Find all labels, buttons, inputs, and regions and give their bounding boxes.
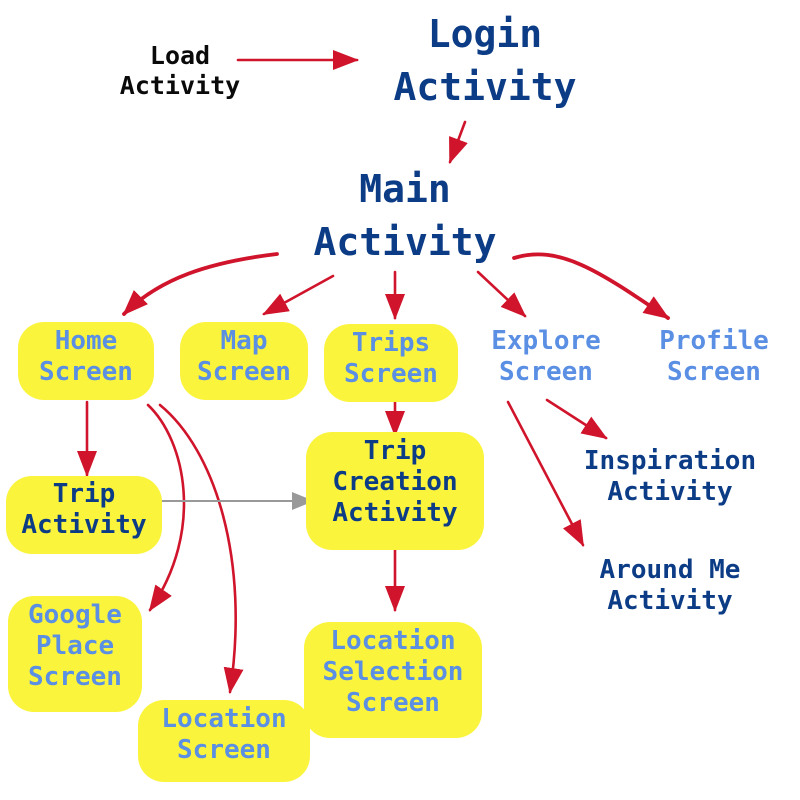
main-activity-node: Main Activity bbox=[280, 163, 530, 269]
location-selection-screen-node: Location Selection Screen bbox=[304, 622, 482, 738]
inspiration-line1: Inspiration bbox=[583, 446, 757, 476]
location-screen-node: Location Screen bbox=[138, 700, 310, 782]
google-place-screen-node: Google Place Screen bbox=[8, 596, 142, 712]
around-me-line2: Activity bbox=[607, 586, 733, 617]
arrow-home-to-google-place bbox=[146, 403, 186, 612]
load-activity-line1: Load bbox=[149, 41, 211, 70]
around-me-line1: Around Me bbox=[599, 555, 741, 585]
trip-activity-line2: Activity bbox=[21, 510, 147, 541]
google-place-line3: Screen bbox=[28, 662, 122, 693]
home-screen-line2: Screen bbox=[39, 357, 133, 388]
trip-creation-line1: Trip bbox=[363, 436, 427, 466]
google-place-line2: Place bbox=[35, 631, 115, 662]
main-activity-line2: Activity bbox=[313, 220, 497, 265]
google-place-line1: Google bbox=[28, 600, 122, 630]
arrow-main-to-home bbox=[122, 252, 279, 316]
explore-screen-node: Explore Screen bbox=[476, 326, 616, 388]
profile-screen-line2: Screen bbox=[667, 357, 761, 388]
trip-creation-activity-node: Trip Creation Activity bbox=[306, 432, 484, 550]
map-screen-line1: Map bbox=[220, 326, 268, 356]
arrow-login-to-main bbox=[448, 120, 468, 164]
inspiration-activity-node: Inspiration Activity bbox=[565, 446, 775, 508]
arrow-explore-to-around-me bbox=[506, 400, 585, 547]
trip-creation-line2: Creation bbox=[332, 467, 458, 498]
arrow-main-to-profile bbox=[512, 252, 670, 320]
explore-screen-line1: Explore bbox=[491, 326, 601, 356]
trips-screen-node: Trips Screen bbox=[324, 324, 458, 402]
arrow-main-to-map bbox=[262, 274, 335, 316]
location-selection-line3: Screen bbox=[346, 688, 440, 719]
location-selection-line2: Selection bbox=[322, 657, 464, 688]
arrow-main-to-explore bbox=[476, 270, 527, 318]
arrow-home-to-location bbox=[158, 403, 244, 694]
trips-screen-line1: Trips bbox=[351, 328, 431, 358]
profile-screen-line1: Profile bbox=[659, 326, 769, 356]
explore-screen-line2: Screen bbox=[499, 357, 593, 388]
profile-screen-node: Profile Screen bbox=[646, 326, 782, 388]
trip-creation-line3: Activity bbox=[332, 498, 458, 529]
trip-activity-line1: Trip bbox=[52, 479, 116, 509]
map-screen-line2: Screen bbox=[197, 357, 291, 388]
arrow-explore-to-inspiration bbox=[545, 398, 608, 440]
trips-screen-line2: Screen bbox=[344, 359, 438, 390]
login-activity-line1: Login bbox=[427, 12, 543, 56]
login-activity-line2: Activity bbox=[393, 65, 577, 110]
login-activity-node: Login Activity bbox=[360, 8, 610, 114]
load-activity-line2: Activity bbox=[119, 71, 241, 100]
main-activity-line1: Main bbox=[359, 167, 451, 211]
home-screen-line1: Home bbox=[54, 326, 118, 356]
map-screen-node: Map Screen bbox=[180, 322, 308, 400]
load-activity-node: Load Activity bbox=[100, 41, 260, 101]
around-me-activity-node: Around Me Activity bbox=[580, 555, 760, 617]
location-selection-line1: Location bbox=[330, 626, 456, 656]
inspiration-line2: Activity bbox=[607, 477, 733, 508]
location-screen-line1: Location bbox=[161, 704, 287, 734]
trip-activity-node: Trip Activity bbox=[6, 476, 162, 554]
location-screen-line2: Screen bbox=[177, 735, 271, 766]
home-screen-node: Home Screen bbox=[18, 322, 154, 400]
